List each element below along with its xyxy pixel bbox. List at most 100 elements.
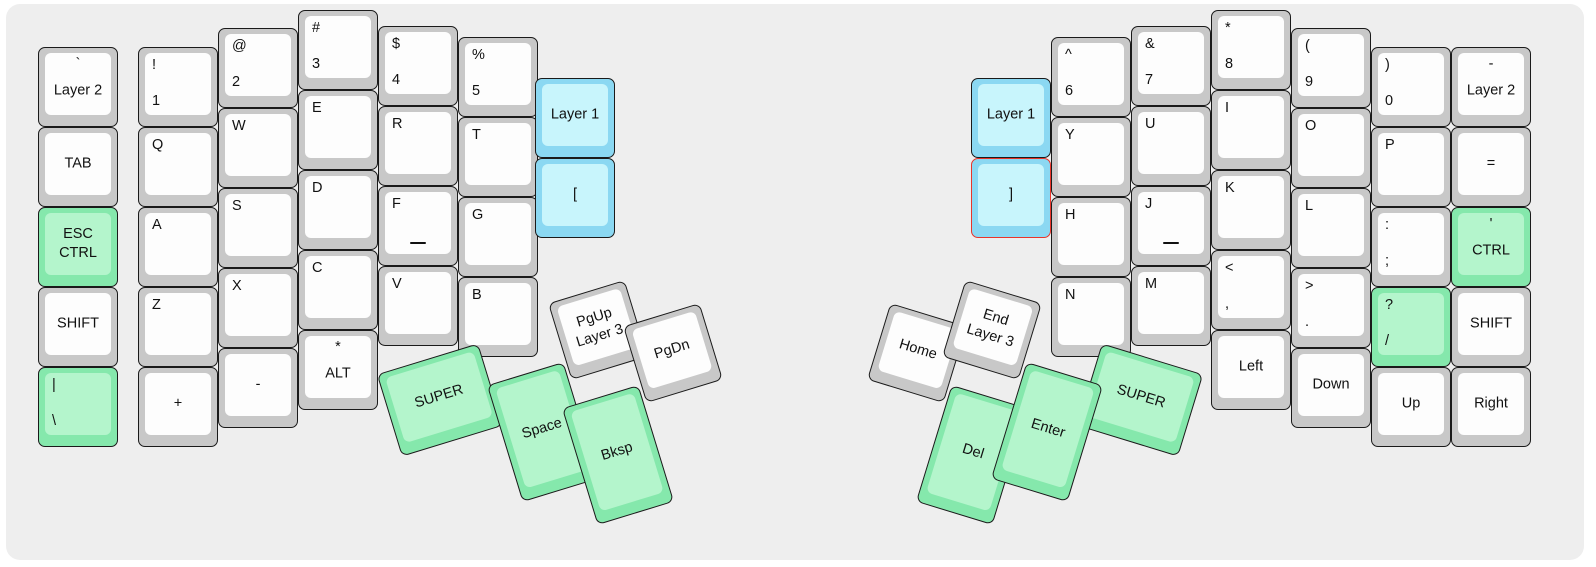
keycap-legend-top-left: $ [392,36,401,52]
keycap-surface: `Layer 2 [45,53,111,115]
keycap-surface: A [145,213,211,275]
key-w[interactable]: W [218,108,298,188]
keycap-surface: $4 [385,32,451,94]
keycap-legend-top-left: * [1225,20,1231,36]
key-5-percent[interactable]: %5 [458,37,538,117]
key-b[interactable]: B [458,277,538,357]
key-minus[interactable]: - [218,348,298,428]
key-comma-lt[interactable]: <, [1211,250,1291,330]
key-left-arrow[interactable]: Left [1211,330,1291,410]
keycap-legend-center: Layer 2 [53,82,103,99]
keycap-legend-top-left: S [232,198,242,214]
key-6-caret[interactable]: ^6 [1051,37,1131,117]
key-x[interactable]: X [218,268,298,348]
keycap-legend-top-left: O [1305,118,1317,134]
key-0-paren[interactable]: )0 [1371,47,1451,127]
key-quote-ctrl[interactable]: 'CTRL [1451,207,1531,287]
key-e[interactable]: E [298,90,378,170]
key-down-arrow[interactable]: Down [1291,348,1371,428]
keycap-surface: G [465,203,531,265]
key-a[interactable]: A [138,207,218,287]
keycap-legend-top: * [335,339,341,355]
key-7-amp[interactable]: &7 [1131,26,1211,106]
keycap-surface: *8 [1218,16,1284,78]
key-4-dollar[interactable]: $4 [378,26,458,106]
key-g[interactable]: G [458,197,538,277]
keycap-legend-top-left: ! [152,57,157,73]
key-y[interactable]: Y [1051,117,1131,197]
keycap-legend-top-left: ^ [1065,47,1072,63]
keycap-legend-center: Layer 2 [1466,82,1516,99]
keycap-legend-bottom-left: . [1305,313,1310,330]
keycap-surface: J [1138,192,1204,254]
key-1-exclaim[interactable]: !1 [138,47,218,127]
key-alt-star[interactable]: *ALT [298,330,378,410]
key-u[interactable]: U [1131,106,1211,186]
key-plus[interactable]: + [138,367,218,447]
key-i[interactable]: I [1211,90,1291,170]
key-3-hash[interactable]: #3 [298,10,378,90]
key-v[interactable]: V [378,266,458,346]
keycap-surface: = [1458,133,1524,195]
keycap-legend-center: + [173,395,183,412]
key-k[interactable]: K [1211,170,1291,250]
key-pipe-backslash[interactable]: |\ [38,367,118,447]
key-c[interactable]: C [298,250,378,330]
key-9-paren[interactable]: (9 [1291,28,1371,108]
keycap-legend-center: SHIFT [57,315,99,332]
key-slash-question[interactable]: ?/ [1371,287,1451,367]
keycap-surface: M [1138,272,1204,334]
keycap-surface: T [465,123,531,185]
keycap-surface: <, [1218,256,1284,318]
key-h[interactable]: H [1051,197,1131,277]
keycap-legend-top-left: F [392,196,401,212]
key-bracket-left[interactable]: [ [535,158,615,238]
key-d[interactable]: D [298,170,378,250]
key-bracket-right[interactable]: ] [971,158,1051,238]
key-layer1-right[interactable]: Layer 1 [971,78,1051,158]
key-esc-ctrl[interactable]: ESC CTRL [38,207,118,287]
key-f[interactable]: F [378,186,458,266]
keycap-legend-center: SUPER [412,381,466,412]
keycap-legend-top-left: N [1065,287,1076,303]
key-shift[interactable]: SHIFT [38,287,118,367]
keycap-legend-bottom-left: 1 [152,92,161,109]
key-l[interactable]: L [1291,188,1371,268]
key-period-gt[interactable]: >. [1291,268,1371,348]
key-m[interactable]: M [1131,266,1211,346]
key-t[interactable]: T [458,117,538,197]
key-q[interactable]: Q [138,127,218,207]
key-right-arrow[interactable]: Right [1451,367,1531,447]
key-semicolon[interactable]: :; [1371,207,1451,287]
key-2-at[interactable]: @2 [218,28,298,108]
keycap-legend-top-left: J [1145,196,1153,212]
key-8-star[interactable]: *8 [1211,10,1291,90]
key-shift-right[interactable]: SHIFT [1451,287,1531,367]
key-up-arrow[interactable]: Up [1371,367,1451,447]
keycap-legend-center: Bksp [599,439,635,464]
key-tab[interactable]: TAB [38,127,118,207]
keycap-legend-bottom-left: 0 [1385,92,1394,109]
keycap-surface: Up [1378,373,1444,435]
key-r[interactable]: R [378,106,458,186]
keycap-legend-bottom-left: 3 [312,55,321,72]
key-s[interactable]: S [218,188,298,268]
homing-bump-icon [410,242,426,244]
keycap-legend-center: Home [897,336,939,363]
key-layer2-minus[interactable]: -Layer 2 [1451,47,1531,127]
keycap-legend-top-left: D [312,180,323,196]
keycap-legend-top-left: ( [1305,38,1310,54]
key-z[interactable]: Z [138,287,218,367]
keycap-legend-top-left: ? [1385,297,1394,313]
keycap-legend-center: PgDn [652,336,692,363]
keycap-legend-top-left: | [52,377,56,393]
keycap-legend-bottom-left: 2 [232,73,241,90]
key-o[interactable]: O [1291,108,1371,188]
key-layer2-grave[interactable]: `Layer 2 [38,47,118,127]
key-equals[interactable]: = [1451,127,1531,207]
key-n[interactable]: N [1051,277,1131,357]
keycap-legend-center: Up [1401,395,1421,412]
key-p[interactable]: P [1371,127,1451,207]
key-j[interactable]: J [1131,186,1211,266]
key-layer1-left[interactable]: Layer 1 [535,78,615,158]
